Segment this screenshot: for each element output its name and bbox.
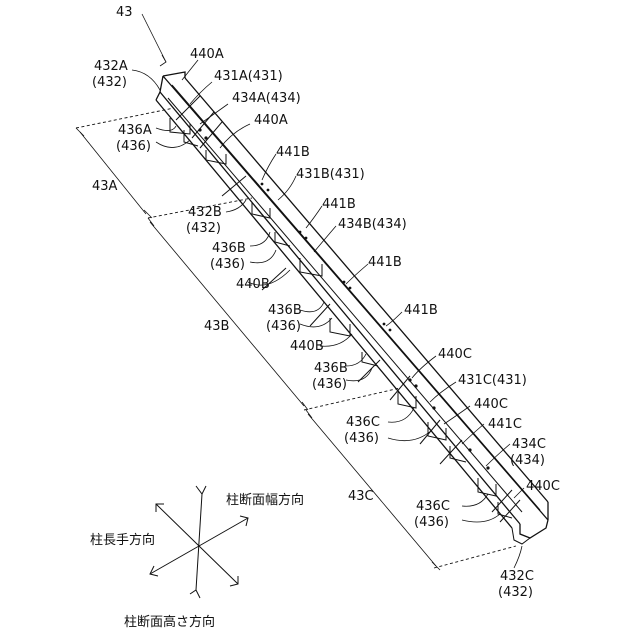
beam-body bbox=[156, 72, 548, 544]
label-436B-3-paren: (436) bbox=[312, 377, 347, 392]
label-436B-1-paren: (436) bbox=[210, 257, 245, 272]
label-436A: 436A bbox=[118, 123, 152, 138]
label-440B-2: 440B bbox=[290, 339, 324, 354]
segment-label-43C: 43C bbox=[348, 489, 374, 504]
direction-axes: 柱断面幅方向 柱長手方向 柱断面高さ方向 bbox=[90, 486, 304, 630]
leader-lines bbox=[132, 14, 524, 568]
label-436B-2: 436B bbox=[268, 303, 302, 318]
label-440C-3: 440C bbox=[526, 479, 560, 494]
label-432B-paren: (432) bbox=[186, 221, 221, 236]
label-434C-paren: (434) bbox=[510, 453, 545, 468]
label-441B-4: 441B bbox=[404, 303, 438, 318]
label-434C: 434C bbox=[512, 437, 546, 452]
label-432A: 432A bbox=[94, 59, 128, 74]
label-432C: 432C bbox=[500, 569, 534, 584]
label-440C-2: 440C bbox=[474, 397, 508, 412]
label-431B: 431B(431) bbox=[296, 167, 365, 182]
segment-label-43B: 43B bbox=[204, 319, 229, 334]
label-441B-1: 441B bbox=[276, 145, 310, 160]
label-440A-2: 440A bbox=[254, 113, 288, 128]
label-436C-2: 436C bbox=[416, 499, 450, 514]
direction-length-label: 柱長手方向 bbox=[90, 532, 155, 548]
label-434B: 434B(434) bbox=[338, 217, 407, 232]
label-436A-paren: (436) bbox=[116, 139, 151, 154]
label-436C-2-paren: (436) bbox=[414, 515, 449, 530]
label-441B-3: 441B bbox=[368, 255, 402, 270]
main-ref-label: 43 bbox=[116, 5, 133, 20]
label-436C-1: 436C bbox=[346, 415, 380, 430]
label-432C-paren: (432) bbox=[498, 585, 533, 600]
label-432B: 432B bbox=[188, 205, 222, 220]
label-436B-2-paren: (436) bbox=[266, 319, 301, 334]
label-436B-1: 436B bbox=[212, 241, 246, 256]
label-434A: 434A(434) bbox=[232, 91, 301, 106]
label-431C: 431C(431) bbox=[458, 373, 527, 388]
label-440A-1: 440A bbox=[190, 47, 224, 62]
label-441C: 441C bbox=[488, 417, 522, 432]
label-431A: 431A(431) bbox=[214, 69, 283, 84]
label-432A-paren: (432) bbox=[92, 75, 127, 90]
segment-label-43A: 43A bbox=[92, 179, 118, 194]
label-440C-1: 440C bbox=[438, 347, 472, 362]
label-440B-1: 440B bbox=[236, 277, 270, 292]
label-436C-1-paren: (436) bbox=[344, 431, 379, 446]
direction-height-label: 柱断面高さ方向 bbox=[124, 614, 215, 630]
direction-width-label: 柱断面幅方向 bbox=[226, 492, 304, 508]
label-436B-3: 436B bbox=[314, 361, 348, 376]
label-441B-2: 441B bbox=[322, 197, 356, 212]
